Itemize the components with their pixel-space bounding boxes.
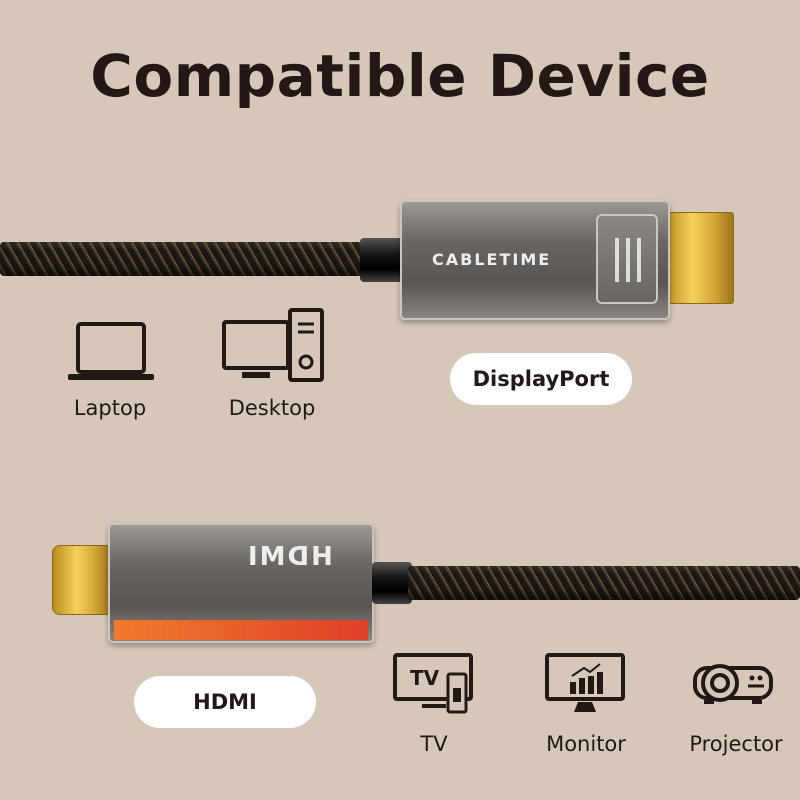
hdmi-brand: HDMI [246,542,333,572]
cabletime-brand: CABLETIME [432,250,552,269]
hdmi-label: HDMI [134,676,316,728]
device-label-laptop: Laptop [73,396,147,420]
projector-icon [693,664,773,704]
laptop-icon [68,322,154,380]
svg-text:TV: TV [410,666,440,690]
device-label-tv: TV [420,732,448,756]
displayport-label: DisplayPort [450,353,632,405]
monitor-icon [545,653,625,712]
desktop-icon [222,308,324,382]
device-label-monitor: Monitor [546,732,626,756]
page-title: Compatible Device [90,42,710,110]
device-label-projector: Projector [689,732,783,756]
hdmi-orange-stripe [114,620,368,640]
latch-button [596,214,658,304]
tv-icon: TV [393,653,473,714]
device-label-desktop: Desktop [228,396,316,420]
